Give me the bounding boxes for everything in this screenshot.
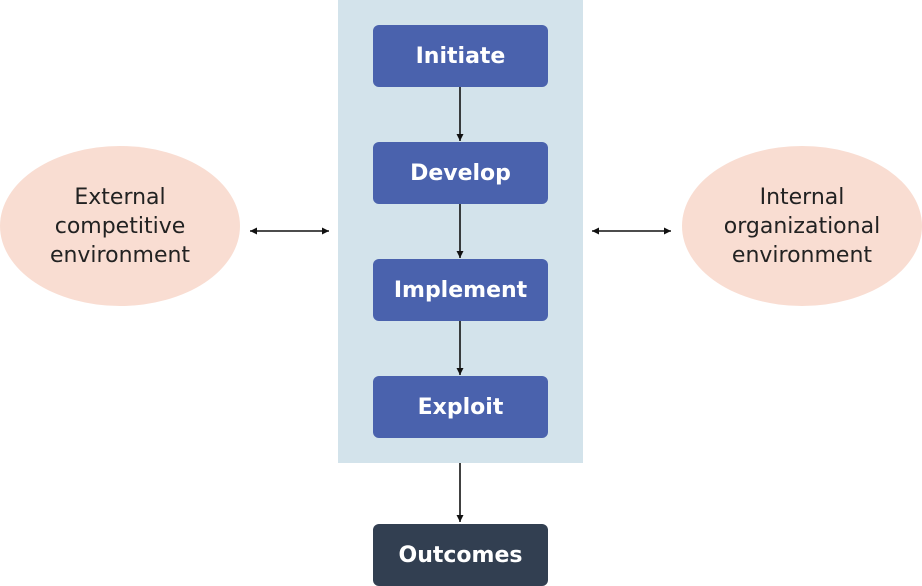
internal-environment-ellipse: Internal organizational environment — [682, 146, 922, 306]
outcomes-box: Outcomes — [373, 524, 548, 586]
internal-env-line-2: organizational — [723, 213, 881, 239]
stage-implement: Implement — [373, 259, 548, 321]
external-env-line-3: environment — [49, 242, 191, 268]
stage-initiate: Initiate — [373, 25, 548, 87]
stage-develop: Develop — [373, 142, 548, 204]
external-env-line-2: competitive — [54, 213, 186, 239]
stage-exploit: Exploit — [373, 376, 548, 438]
external-environment-ellipse: External competitive environment — [0, 146, 240, 306]
internal-env-line-1: Internal — [759, 184, 845, 210]
external-env-line-1: External — [74, 184, 166, 210]
internal-env-line-3: environment — [731, 242, 873, 268]
